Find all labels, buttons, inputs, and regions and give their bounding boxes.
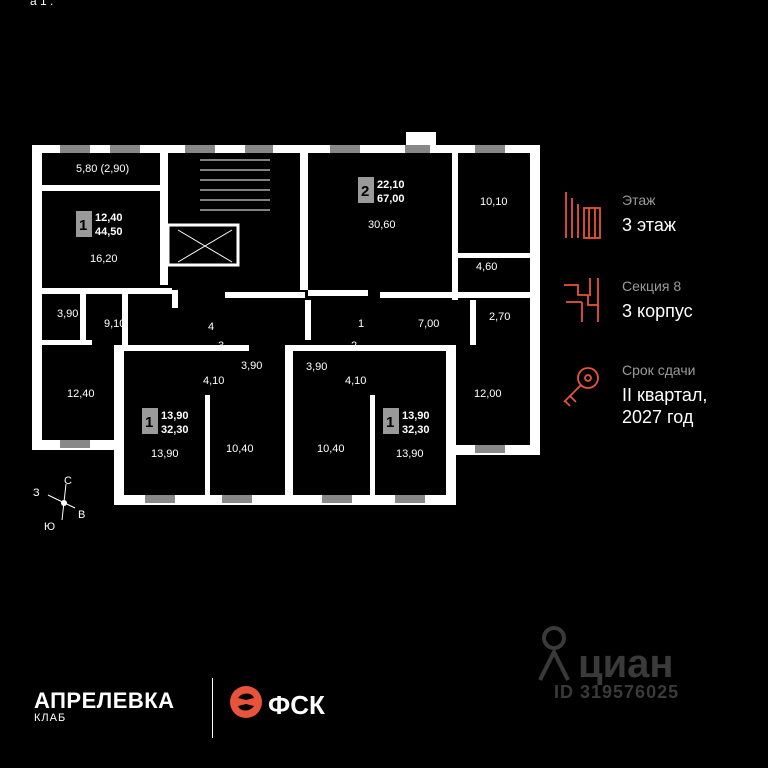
floor-label: Этаж xyxy=(622,192,656,208)
apartment-rooms: 1 xyxy=(79,217,87,234)
door-number-3: 3 xyxy=(218,340,224,352)
apartment-living: 12,40 xyxy=(95,212,123,224)
apartment-total: 67,00 xyxy=(377,193,405,205)
floor-value: 3 этаж xyxy=(622,215,676,235)
stairs-icon xyxy=(564,278,599,322)
watermark-id: ID 319576025 xyxy=(554,682,680,702)
fsk-logo-icon xyxy=(230,686,262,718)
walls xyxy=(32,132,540,505)
room-area-big-room: 30,60 xyxy=(368,219,396,231)
apartment-badge-2[interactable]: 2 22,10 67,00 xyxy=(358,177,405,205)
apartment-rooms: 1 xyxy=(386,414,394,431)
building-icon xyxy=(565,192,601,239)
brand-divider xyxy=(212,678,213,738)
section-label: Секция 8 xyxy=(622,278,682,294)
compass-north: С xyxy=(64,475,72,487)
brand-sub: КЛАБ xyxy=(34,712,67,724)
room-area-room-tr: 10,10 xyxy=(480,196,508,208)
room-area-hall-cr: 4,10 xyxy=(345,375,366,387)
room-area-living-cl: 13,90 xyxy=(151,448,179,460)
section-value: 3 корпус xyxy=(622,301,693,321)
room-area-bath-tr: 4,60 xyxy=(476,261,497,273)
compass-south: Ю xyxy=(44,521,55,533)
apartment-badge-4[interactable]: 1 13,90 32,30 xyxy=(383,408,430,436)
room-area-living-cr: 13,90 xyxy=(396,448,424,460)
room-area-bath-cl: 3,90 xyxy=(241,360,262,372)
room-area-kitchen-cl: 10,40 xyxy=(226,443,254,455)
compass: З С Ю В xyxy=(33,475,85,533)
watermark-name: циан xyxy=(578,642,674,686)
apartment-total: 44,50 xyxy=(95,226,123,238)
room-area-bath-l: 3,90 xyxy=(57,308,78,320)
door-number-4: 4 xyxy=(208,321,214,333)
room-area-kitchen-cr: 10,40 xyxy=(317,443,345,455)
room-area-hall-cl: 4,10 xyxy=(203,375,224,387)
apartment-rooms: 1 xyxy=(145,414,153,431)
developer-name: ФСК xyxy=(268,690,325,720)
key-icon xyxy=(563,367,599,407)
apartment-living: 13,90 xyxy=(161,410,189,422)
location-pin-icon xyxy=(538,626,570,681)
room-area-hall-tr: 7,00 xyxy=(418,318,439,330)
room-area-bath-cr: 3,90 xyxy=(306,361,327,373)
apartment-living: 13,90 xyxy=(402,410,430,422)
room-area-living-tl: 16,20 xyxy=(90,253,118,265)
brand-name: АПРЕЛЕВКА xyxy=(34,688,175,713)
compass-east: В xyxy=(78,509,85,521)
apartment-badge-3[interactable]: 1 13,90 32,30 xyxy=(142,408,189,436)
compass-west: З xyxy=(33,487,40,499)
deadline-value-line2: 2027 год xyxy=(622,407,694,427)
room-area-hall-l: 9,10 xyxy=(104,318,125,330)
room-area-room-l: 12,40 xyxy=(67,388,95,400)
door-number-1: 1 xyxy=(358,318,364,330)
room-area-balcony: 5,80 (2,90) xyxy=(76,163,129,175)
top-fragment-text: а 1 . xyxy=(30,0,54,8)
apartment-total: 32,30 xyxy=(402,424,430,436)
deadline-value-line1: II квартал, xyxy=(622,385,708,405)
deadline-label: Срок сдачи xyxy=(622,362,696,378)
apartment-rooms: 2 xyxy=(361,183,369,200)
apartment-badge-1[interactable]: 1 12,40 44,50 xyxy=(76,211,123,238)
apartment-living: 22,10 xyxy=(377,179,405,191)
room-area-room-r: 12,00 xyxy=(474,388,502,400)
apartment-total: 32,30 xyxy=(161,424,189,436)
door-number-2: 2 xyxy=(351,340,357,352)
room-area-wc-tr: 2,70 xyxy=(489,311,510,323)
